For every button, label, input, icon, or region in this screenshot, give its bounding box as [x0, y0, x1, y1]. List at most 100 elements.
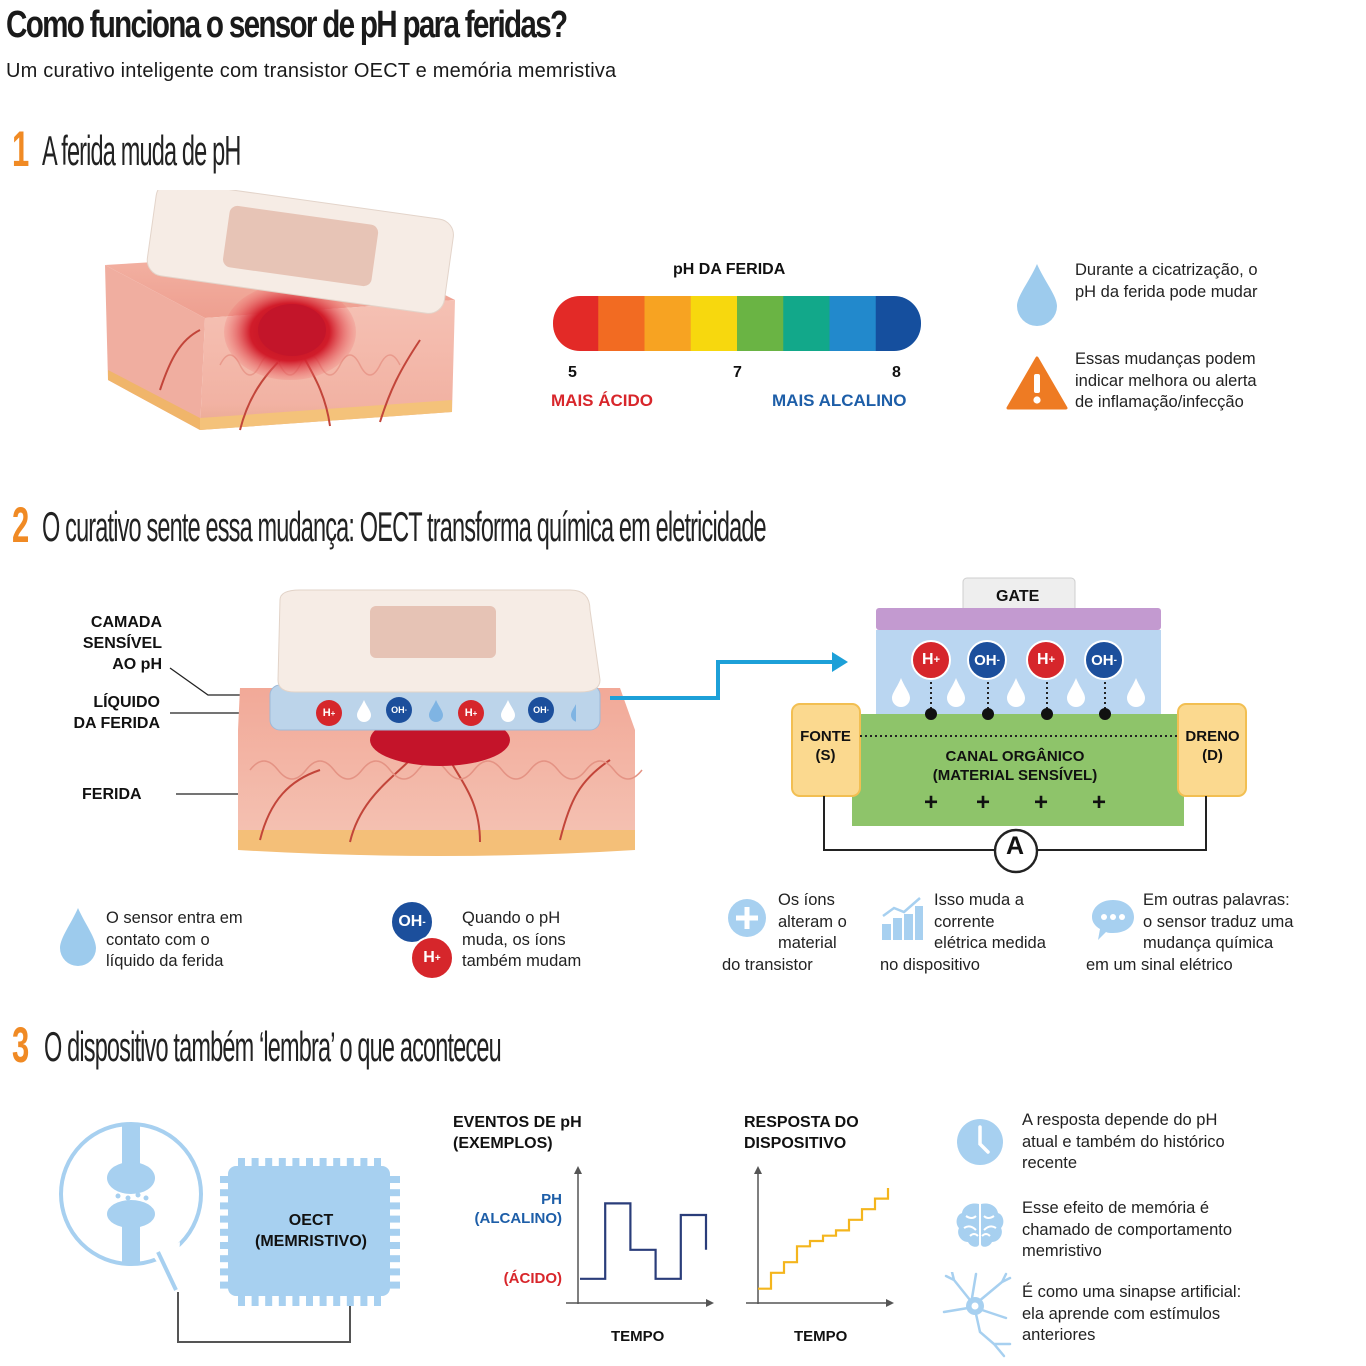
channel-plus-4: + [1092, 789, 1107, 816]
response-chart-title-2: DISPOSITIVO [744, 1135, 847, 1152]
chip-pin [251, 1296, 259, 1306]
note-warn-line-3: de inflamação/infecção [1075, 393, 1244, 411]
label-wound-fluid-1: LÍQUIDO [93, 694, 160, 711]
chip-pin [346, 1158, 354, 1168]
chip-pin [360, 1158, 368, 1168]
chip-pin [390, 1215, 400, 1223]
chip-pin [390, 1242, 400, 1249]
response-series-line [758, 1188, 890, 1290]
note-summary-line-1: Em outras palavras: [1143, 891, 1290, 909]
drop-icon-2 [60, 908, 96, 966]
chip-pin [220, 1228, 230, 1236]
ph-tick-8: 8 [892, 364, 901, 381]
gate-drop-3 [1007, 678, 1025, 707]
note-current-line-4: no dispositivo [880, 955, 980, 974]
response-chart-title-1: RESPOSTA DO [744, 1114, 859, 1131]
bar-chart-icon [882, 897, 923, 940]
note-current-line-3: elétrica medida [934, 934, 1046, 952]
ammeter-label: A [1005, 832, 1025, 860]
gate-ion-oh-1: OH- [967, 640, 1007, 680]
ph-tick-7: 7 [733, 364, 742, 381]
note-ions-line-2: muda, os íons [462, 930, 566, 949]
source-label-1: FONTE [800, 728, 851, 745]
label-wound: FERIDA [82, 786, 142, 803]
chip-pin [220, 1215, 230, 1223]
source-label-2: (S) [815, 747, 836, 764]
note-current-line-1: Isso muda a [934, 891, 1024, 909]
chip-pin [319, 1158, 327, 1168]
fluid-ion-h-1: H+ [316, 700, 342, 726]
ph-tick-5: 5 [568, 364, 577, 381]
ph-scale-title: pH DA FERIDA [673, 261, 786, 278]
note-warn-line-1: Essas mudanças podem [1075, 350, 1256, 368]
events-y-high-1: PH [541, 1191, 562, 1208]
note-sensor-line-1: O sensor entra em [106, 909, 243, 927]
page-title: Como funciona o sensor de pH para ferida… [6, 4, 568, 46]
section-3-heading: O dispositivo também ‘lembra’ o que acon… [44, 1023, 502, 1070]
section-1-heading: A ferida muda de pH [42, 127, 241, 174]
alkaline-label: MAIS ALCALINO [772, 391, 907, 410]
wound-illustration [105, 190, 455, 431]
note-current-line-2: corrente [934, 912, 995, 931]
note-neuron-line-2: ela aprende com estímulos [1022, 1304, 1221, 1323]
gate-ion-oh-2: OH- [1084, 640, 1124, 680]
ion-contact-dot-3 [1041, 708, 1053, 720]
neuron-icon [942, 1272, 1012, 1358]
note-neuron-line-1: É como uma sinapse artificial: [1022, 1283, 1242, 1301]
note-sensor-line-3: líquido da ferida [106, 952, 224, 970]
chip-pin [374, 1296, 381, 1306]
gate-label: GATE [996, 588, 1040, 605]
chip-pin [265, 1296, 273, 1306]
note-brain-line-3: memristivo [1022, 1242, 1102, 1260]
plus-circle-icon [728, 899, 766, 937]
channel-plus-2: + [976, 789, 991, 816]
fluid-ion-oh-1: OH- [386, 697, 412, 723]
fluid-ion-oh-2: OH- [528, 697, 554, 723]
note-summary-line-2: o sensor traduz uma [1143, 912, 1294, 931]
events-chart [566, 1166, 714, 1307]
page-subtitle: Um curativo inteligente com transistor O… [6, 60, 617, 82]
note-ions-line-3: também mudam [462, 952, 582, 970]
fluid-drops [357, 700, 576, 722]
events-series-line [580, 1202, 708, 1280]
events-chart-title-1: EVENTOS DE pH [453, 1114, 582, 1131]
note-brain-line-2: chamado de comportamento [1022, 1220, 1233, 1239]
note-neuron-line-3: anteriores [1022, 1326, 1096, 1344]
label-wound-fluid-2: DA FERIDA [73, 715, 160, 732]
drop-icon [1017, 264, 1057, 326]
chip-pin [390, 1176, 400, 1183]
chip-pin [220, 1202, 230, 1210]
section-1-number: 1 [12, 121, 30, 177]
note-clock-line-2: atual e também do histórico [1022, 1132, 1225, 1151]
events-chart-title-2: (EXEMPLOS) [453, 1135, 553, 1152]
ph-color-scale [553, 296, 921, 351]
note-ions-line-1: Quando o pH [462, 909, 561, 927]
note-material-line-4: do transistor [722, 955, 813, 974]
chip-pin [390, 1189, 400, 1197]
chip-label-2: (MEMRISTIVO) [255, 1233, 367, 1250]
note-clock-line-1: A resposta depende do pH [1022, 1111, 1218, 1129]
note-clock-line-3: recente [1022, 1154, 1078, 1172]
gate-ion-h-1: H+ [911, 640, 951, 680]
note-material-line-3: material [778, 934, 837, 952]
note-drop-line-2: pH da ferida pode mudar [1075, 282, 1258, 301]
ion-contact-dot-2 [982, 708, 994, 720]
note-drop-line-1: Durante a cicatrização, o [1075, 261, 1258, 279]
oect-transistor-diagram [791, 577, 1247, 874]
ph-band-5 [737, 296, 784, 351]
chip-pin [220, 1242, 230, 1249]
ph-band-1 [553, 296, 599, 351]
gate-drop-4 [1067, 678, 1085, 707]
warning-icon [1006, 356, 1068, 410]
label-sensitive-layer-3: AO pH [112, 656, 162, 673]
ph-band-8 [875, 296, 921, 351]
events-x-label: TEMPO [611, 1328, 665, 1345]
chip-pin [265, 1158, 273, 1168]
acid-label: MAIS ÁCIDO [551, 391, 653, 410]
note-summary-line-3: mudança química [1143, 934, 1274, 952]
speech-bubble-icon [1092, 900, 1134, 940]
ph-band-6 [783, 296, 831, 351]
chip-pin [390, 1228, 400, 1236]
note-sensor-line-2: contato com o [106, 930, 210, 949]
channel-plus-1: + [924, 789, 939, 816]
